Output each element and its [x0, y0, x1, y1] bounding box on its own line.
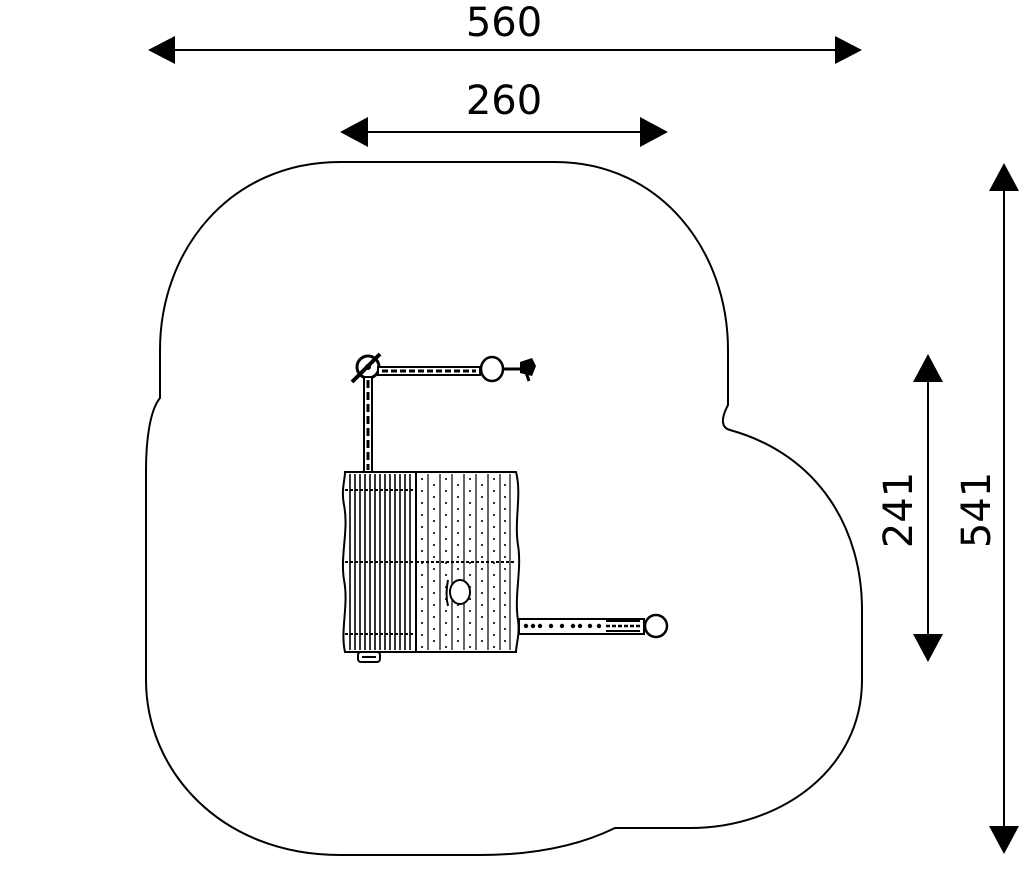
seat-icon: [445, 579, 471, 607]
safety-zone-outline: [145, 161, 863, 856]
platform-left-section: [341, 471, 417, 653]
dimension-inner-width: 260: [340, 78, 668, 147]
play-equipment: [341, 352, 669, 663]
end-post-cap-icon: [643, 613, 669, 639]
overall-width-label: 560: [466, 0, 542, 46]
vertical-beam: [363, 376, 373, 473]
inner-width-label: 260: [466, 78, 542, 124]
horizontal-beam: [377, 366, 481, 376]
dimension-inner-depth: 241: [876, 354, 943, 662]
ladder-foot-icon: [357, 651, 381, 663]
dimension-overall-width: 560: [148, 0, 862, 64]
telescope-icon: [520, 358, 536, 382]
overall-depth-label: 541: [954, 472, 1000, 548]
side-beam: [518, 618, 645, 635]
post-cap-icon: [479, 355, 522, 383]
inner-depth-label: 241: [876, 472, 922, 548]
platform-right-section: [415, 471, 521, 653]
dimension-overall-depth: 541: [954, 163, 1019, 854]
